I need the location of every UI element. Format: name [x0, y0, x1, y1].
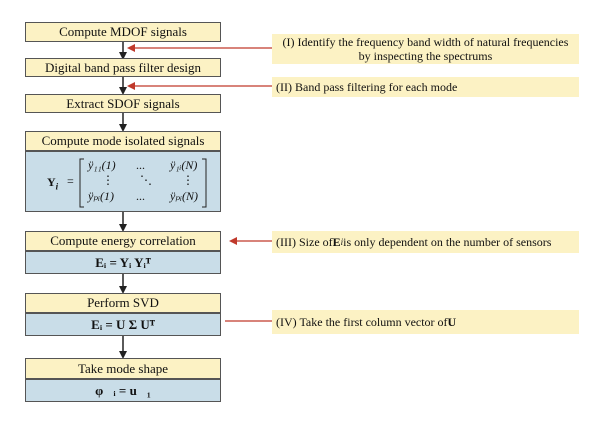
formula-mode-shape-text: φ⃗ᵢ = u⃗₁: [95, 382, 151, 398]
note-size-of-e-pre: (III) Size of: [276, 234, 333, 249]
note-first-column-symbol: U: [447, 314, 457, 329]
step-compute-mdof: Compute MDOF signals: [25, 22, 221, 42]
note-size-of-e-post: is only dependent on the number of senso…: [343, 234, 552, 249]
step-mode-isolated: Compute mode isolated signals: [25, 131, 221, 151]
step-band-pass-design-label: Digital band pass filter design: [45, 59, 201, 75]
matrix-equals: =: [67, 174, 74, 188]
step-energy-correlation: Compute energy correlation: [25, 231, 221, 251]
step-perform-svd: Perform SVD: [25, 293, 221, 313]
note-size-of-e-symbol: E: [332, 234, 341, 249]
formula-svd-text: Eᵢ = U Σ Uᵀ: [91, 316, 155, 332]
matrix-brackets: [79, 158, 207, 208]
matrix-r3c3: ÿₚᵢ(N): [170, 189, 199, 203]
matrix-r2c2: ⋱: [140, 173, 152, 187]
step-take-mode-shape: Take mode shape: [25, 358, 221, 379]
note-band-filtering: (II) Band pass filtering for each mode: [272, 77, 579, 97]
step-compute-mdof-label: Compute MDOF signals: [59, 24, 187, 39]
matrix-r3c2: ...: [136, 189, 145, 203]
formula-mode-shape: φ⃗ᵢ = u⃗₁: [25, 379, 221, 402]
note-first-column-pre: (IV) Take the first column vector of: [276, 314, 448, 329]
matrix-r2c1: ⋮: [102, 173, 114, 187]
matrix-panel: Yi = ÿ₁₁(1) ... ÿ₁ᵢ(N) ⋮ ⋱ ⋮ ÿₚᵢ(1) ... …: [25, 151, 221, 212]
step-mode-isolated-label: Compute mode isolated signals: [41, 133, 205, 148]
step-extract-sdof-label: Extract SDOF signals: [66, 95, 180, 111]
step-extract-sdof: Extract SDOF signals: [25, 94, 221, 113]
matrix-lhs: Yi: [47, 175, 59, 192]
formula-energy: Eᵢ = Yᵢ Yᵢᵀ: [25, 251, 221, 274]
matrix-r2c3: ⋮: [182, 173, 194, 187]
matrix-r1c1: ÿ₁₁(1): [88, 158, 116, 172]
note-frequency-band-line2: by inspecting the spectrums: [358, 49, 493, 63]
note-first-column: (IV) Take the first column vector of U: [272, 310, 579, 334]
formula-energy-text: Eᵢ = Yᵢ Yᵢᵀ: [95, 254, 151, 270]
formula-svd: Eᵢ = U Σ Uᵀ: [25, 313, 221, 336]
step-band-pass-design: Digital band pass filter design: [25, 58, 221, 77]
matrix-r1c3: ÿ₁ᵢ(N): [170, 158, 198, 172]
step-take-mode-shape-label: Take mode shape: [77, 360, 169, 376]
note-frequency-band: (I) Identify the frequency band width of…: [272, 34, 579, 64]
note-frequency-band-line1: (I) Identify the frequency band width of…: [282, 35, 569, 49]
step-perform-svd-label: Perform SVD: [87, 295, 159, 310]
note-size-of-e-sub: i: [340, 237, 344, 247]
matrix-r1c2: ...: [136, 158, 145, 172]
matrix-r3c1: ÿₚᵢ(1): [88, 189, 115, 203]
note-band-filtering-text: (II) Band pass filtering for each mode: [276, 79, 458, 94]
step-energy-correlation-label: Compute energy correlation: [50, 233, 196, 248]
